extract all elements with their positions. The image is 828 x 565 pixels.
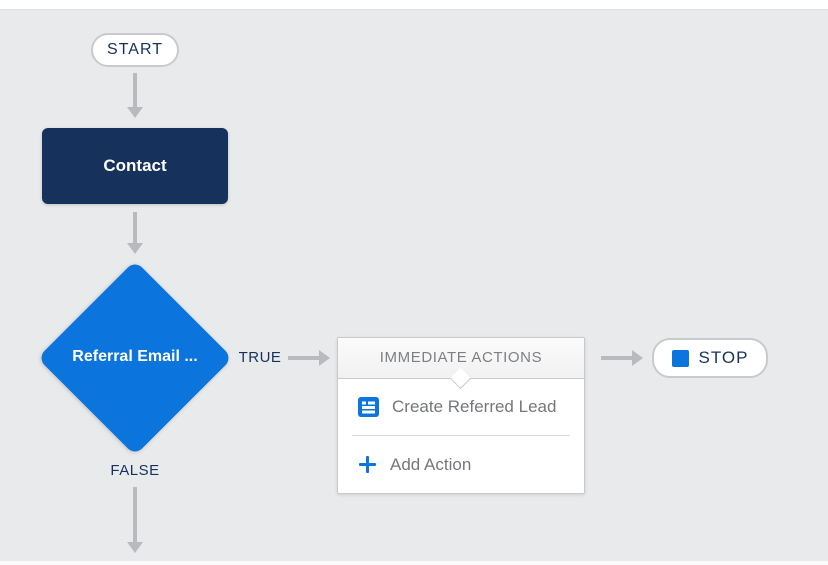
add-action-button[interactable]: Add Action: [338, 436, 584, 493]
action-item-label: Create Referred Lead: [392, 397, 557, 416]
action-item-create-referred-lead[interactable]: Create Referred Lead: [338, 379, 584, 435]
true-branch-label: TRUE: [238, 349, 282, 366]
arrow-right-icon: [288, 356, 319, 360]
stop-square-icon: [671, 349, 689, 367]
bottom-strip: [0, 561, 828, 565]
arrow-down-head-icon: [127, 107, 143, 118]
arrow-right-head-icon: [319, 350, 330, 366]
arrow-down-icon: [133, 73, 137, 107]
plus-icon: [359, 456, 376, 473]
add-action-label: Add Action: [390, 454, 472, 474]
object-node-contact[interactable]: Contact: [42, 128, 228, 204]
start-node: START: [91, 33, 179, 67]
stop-node: STOP: [652, 338, 768, 378]
arrow-right-head-icon: [632, 350, 643, 366]
arrow-down-icon: [133, 212, 137, 243]
arrow-down-head-icon: [127, 243, 143, 254]
divider: [352, 435, 570, 436]
record-create-icon: [358, 397, 379, 417]
arrow-right-icon: [601, 356, 632, 360]
arrow-down-head-icon: [127, 542, 143, 553]
immediate-actions-title: IMMEDIATE ACTIONS: [379, 349, 543, 366]
stop-label: STOP: [698, 348, 749, 367]
immediate-actions-card: IMMEDIATE ACTIONS Create Referred Lead A…: [337, 337, 585, 494]
contact-label: Contact: [103, 156, 167, 175]
arrow-down-icon: [133, 487, 137, 542]
start-label: START: [107, 41, 163, 58]
immediate-actions-header: IMMEDIATE ACTIONS: [338, 338, 584, 390]
false-branch-label: FALSE: [110, 462, 160, 479]
decision-label[interactable]: Referral Email ...: [72, 348, 198, 365]
top-strip: [0, 0, 828, 10]
